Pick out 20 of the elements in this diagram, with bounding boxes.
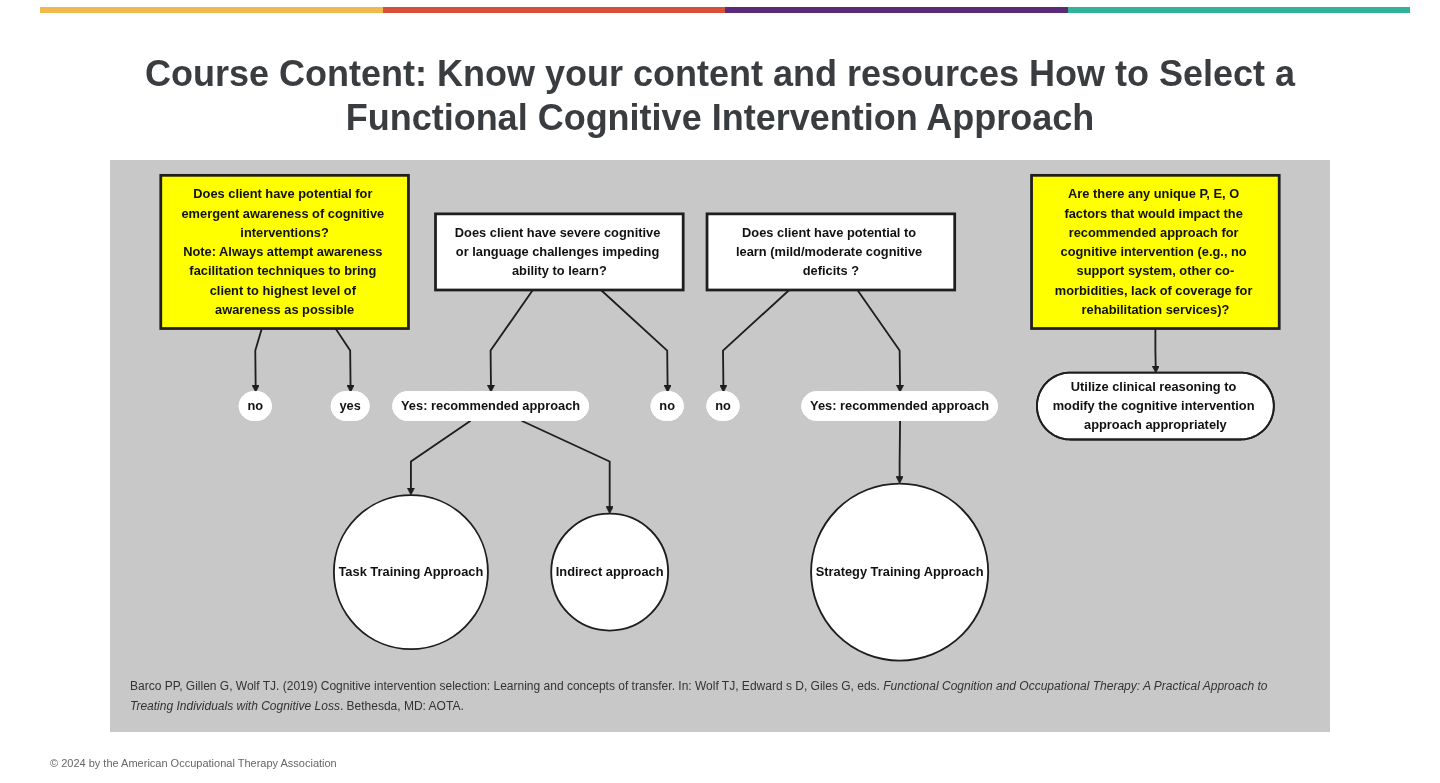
answer-oval: no — [238, 391, 272, 421]
answer-oval: no — [706, 391, 740, 421]
answer-oval: yes — [330, 391, 370, 421]
arrow — [520, 419, 614, 514]
outcome-oval: Yes: recommended approach — [392, 391, 589, 421]
approach-circle: Strategy Training Approach — [810, 482, 990, 662]
slide-title: Course Content: Know your content and resources How to Select a Functional Cognitive Intervention Approach — [143, 52, 1297, 140]
copyright-notice: © 2024 by the American Occupational Therapy Association — [50, 757, 337, 769]
outcome-oval: Yes: recommended approach — [801, 391, 998, 421]
arrow — [406, 419, 472, 496]
decision-box: Are there any unique P, E, O factors that would impact the recommended approach for cognitive intervention (e.g., no support system, other co-morbidities, lack of coverage for rehabilitation services)? — [1030, 173, 1281, 330]
answer-oval: no — [650, 391, 684, 421]
approach-circle: Task Training Approach — [332, 494, 489, 651]
citation-text: Barco PP, Gillen G, Wolf TJ. (2019) Cognitive intervention selection: Learning and concepts of transfer. In: Wolf TJ, Edward s D, Giles G, eds. Functional Cognition and Occupational Therapy: A Practical Approach to Treating Individuals with Cognitive Loss. Bethesda, MD: AOTA. — [130, 678, 1269, 715]
question-box: Does client have potential to learn (mild/moderate cognitive deficits ? — [705, 212, 957, 292]
decision-box: Does client have potential for emergent awareness of cognitive interventions? Note: Always attempt awareness facilitation techniques to bring client to highest level of awareness as possible — [159, 173, 410, 330]
outcome-ellipse: Utilize clinical reasoning to modify the cognitive intervention approach appropriately — [1036, 371, 1275, 441]
arrow — [895, 419, 904, 484]
question-box: Does client have severe cognitive or language challenges impeding ability to learn? — [434, 212, 685, 292]
approach-circle: Indirect approach — [550, 512, 670, 632]
